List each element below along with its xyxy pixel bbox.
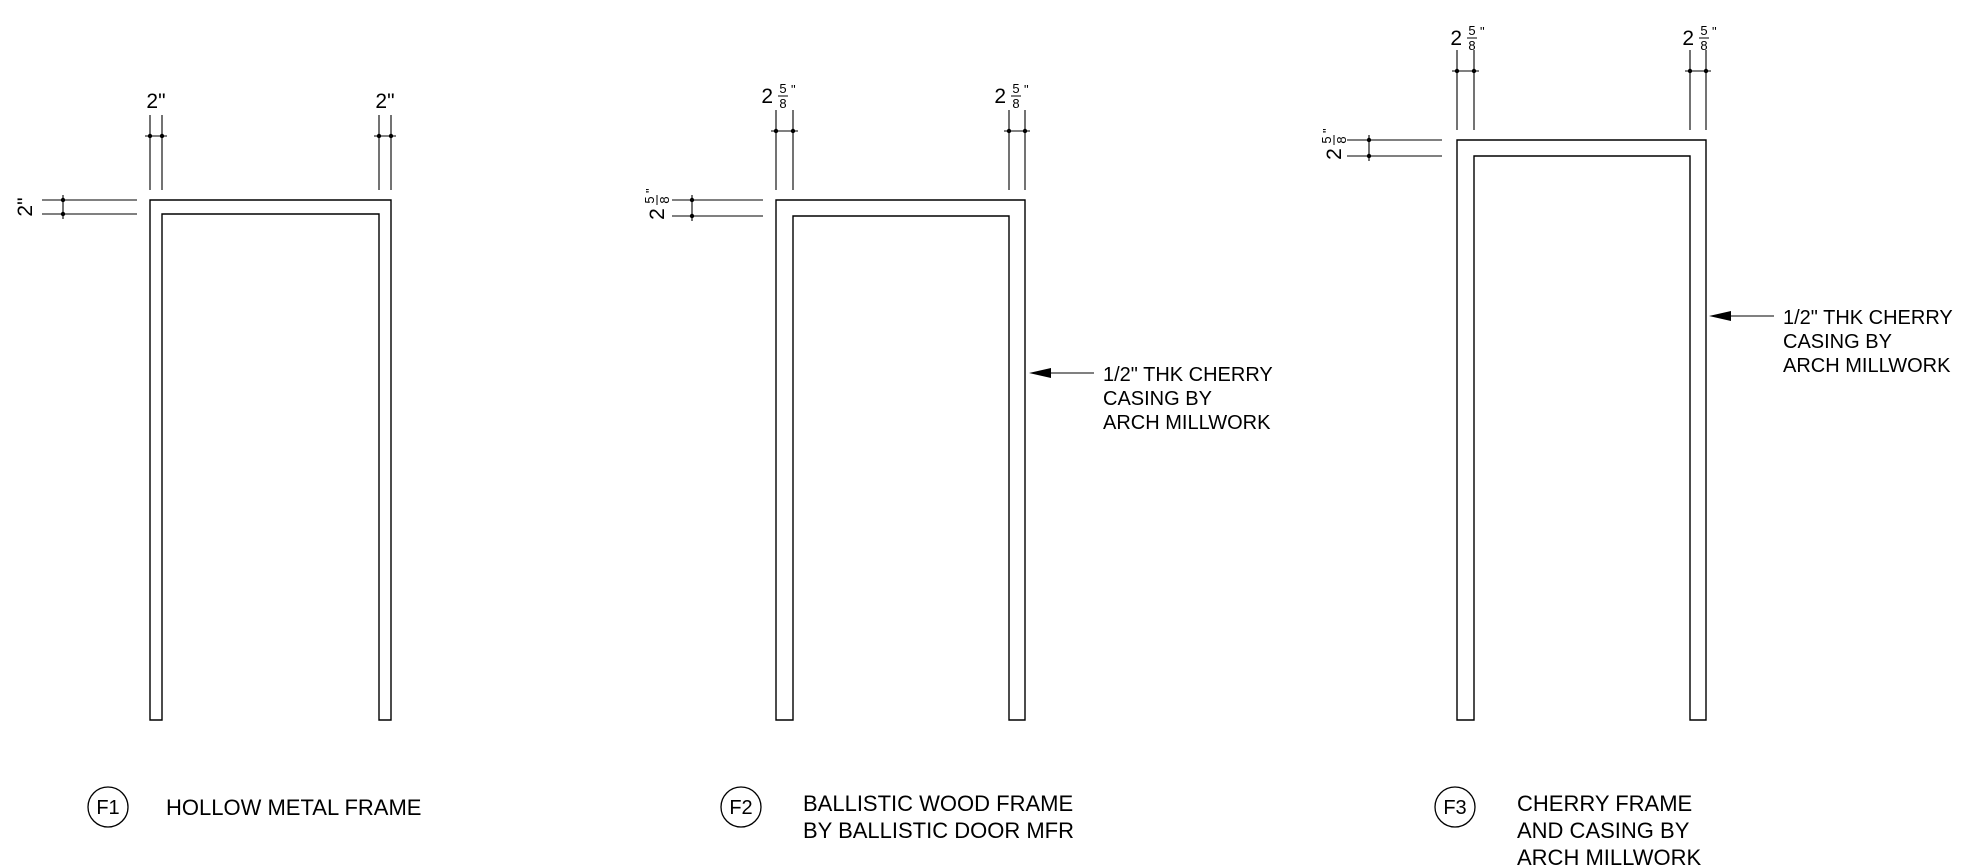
f3-left-dim-text: 2 5 8 " (1450, 23, 1485, 53)
f2-note-line-3: ARCH MILLWORK (1103, 412, 1271, 434)
svg-text:2: 2 (1682, 27, 1694, 50)
svg-text:2: 2 (994, 85, 1006, 108)
f3-tag-text: F3 (1443, 797, 1466, 819)
f3-title-line-3: ARCH MILLWORK (1517, 845, 1701, 867)
f2-tag-text: F2 (729, 797, 752, 819)
svg-text:": " (643, 188, 658, 193)
f3-note-arrowhead (1709, 311, 1731, 321)
f2-title-line-1: BALLISTIC WOOD FRAME (803, 791, 1073, 816)
frame-f3-dimension-dots (1366, 68, 1709, 159)
f1-right-dim-text: 2" (375, 90, 394, 113)
frame-f3-outer-outline (1456, 139, 1707, 721)
f1-head-dim-text: 2" (14, 197, 37, 216)
svg-text:8: 8 (1700, 38, 1707, 53)
svg-text:2: 2 (761, 85, 773, 108)
svg-text:5: 5 (779, 81, 786, 96)
svg-text:5: 5 (1468, 23, 1475, 38)
f3-head-dim-text: 2 5 8 " (1319, 128, 1349, 160)
svg-text:2: 2 (646, 208, 669, 220)
f3-title-line-2: AND CASING BY (1517, 818, 1690, 843)
f3-title-line-1: CHERRY FRAME (1517, 791, 1692, 816)
f3-tag-bubble (1434, 786, 1476, 828)
f1-tag-bubble (87, 786, 129, 828)
svg-text:": " (1320, 128, 1335, 133)
frame-f2-dimensions (672, 110, 1094, 374)
frame-f1 (149, 199, 392, 721)
svg-text:": " (1480, 24, 1485, 39)
f1-title-line-1: HOLLOW METAL FRAME (166, 795, 421, 820)
frame-f1-dimensions (42, 115, 396, 219)
svg-text:2: 2 (1323, 148, 1346, 160)
f3-note-line-2: CASING BY (1783, 331, 1892, 353)
svg-text:8: 8 (779, 96, 786, 111)
f1-left-dim-text: 2" (146, 90, 165, 113)
svg-text:8: 8 (1334, 136, 1349, 143)
f2-tag-bubble (720, 786, 762, 828)
frame-f2 (775, 199, 1026, 721)
svg-text:8: 8 (1468, 38, 1475, 53)
f2-right-dim-text: 2 5 8 " (994, 81, 1029, 111)
svg-text:5: 5 (642, 196, 657, 203)
svg-text:5: 5 (1012, 81, 1019, 96)
f2-note-line-1: 1/2" THK CHERRY (1103, 364, 1273, 386)
svg-text:5: 5 (1319, 136, 1334, 143)
svg-text:2: 2 (1450, 27, 1462, 50)
f3-note-line-1: 1/2" THK CHERRY (1783, 307, 1953, 329)
svg-text:5: 5 (1700, 23, 1707, 38)
f2-title-line-2: BY BALLISTIC DOOR MFR (803, 818, 1074, 843)
f1-tag-text: F1 (96, 797, 119, 819)
f2-note-line-2: CASING BY (1103, 388, 1212, 410)
svg-text:8: 8 (1012, 96, 1019, 111)
f2-note-arrowhead (1029, 368, 1051, 378)
frame-f3-dimensions (1347, 50, 1774, 317)
frame-f2-dimension-dots (689, 128, 1028, 219)
f3-right-dim-text: 2 5 8 " (1682, 23, 1717, 53)
svg-text:8: 8 (657, 196, 672, 203)
frame-f2-outer-outline (775, 199, 1026, 721)
f2-left-dim-text: 2 5 8 " (761, 81, 796, 111)
frame-f1-outer-outline (149, 199, 392, 721)
frame-f3 (1456, 139, 1707, 721)
f2-head-dim-text: 2 5 8 " (642, 188, 672, 220)
f3-note-line-3: ARCH MILLWORK (1783, 355, 1951, 377)
svg-text:": " (1024, 82, 1029, 97)
svg-text:": " (791, 82, 796, 97)
svg-text:": " (1712, 24, 1717, 39)
frame-f1-dimension-dots (60, 133, 394, 217)
